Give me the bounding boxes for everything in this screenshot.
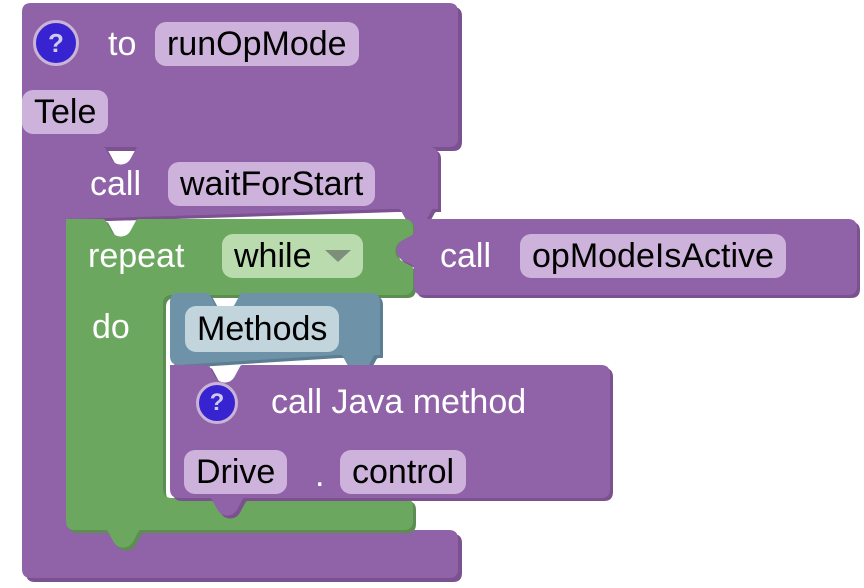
repeat-mode-dropdown[interactable]: while (222, 234, 364, 278)
procedure-to-label: to (108, 25, 137, 63)
procedure-name-field[interactable]: runOpMode (155, 22, 359, 66)
procedure-definition-block[interactable] (22, 3, 458, 578)
java-separator-dot: . (315, 456, 325, 494)
repeat-while-block[interactable] (66, 219, 413, 548)
repeat-mode-value: while (234, 237, 312, 275)
call-active-label: call (440, 237, 492, 275)
question-mark-icon[interactable]: ? (196, 382, 238, 424)
java-method-field[interactable]: control (340, 450, 467, 494)
methods-name-field[interactable]: Methods (185, 306, 340, 352)
call-wait-label: call (90, 165, 142, 203)
chevron-down-icon (325, 250, 352, 262)
procedure-extra-field[interactable]: Tele (22, 90, 109, 134)
call-java-method-title: call Java method (271, 383, 527, 421)
wait-for-start-name-field[interactable]: waitForStart (168, 162, 376, 206)
repeat-do-label: do (92, 308, 130, 346)
question-mark-icon[interactable]: ? (33, 20, 79, 66)
op-mode-is-active-name-field[interactable]: opModeIsActive (520, 234, 786, 278)
java-class-field[interactable]: Drive (184, 450, 288, 494)
repeat-label: repeat (88, 237, 185, 275)
